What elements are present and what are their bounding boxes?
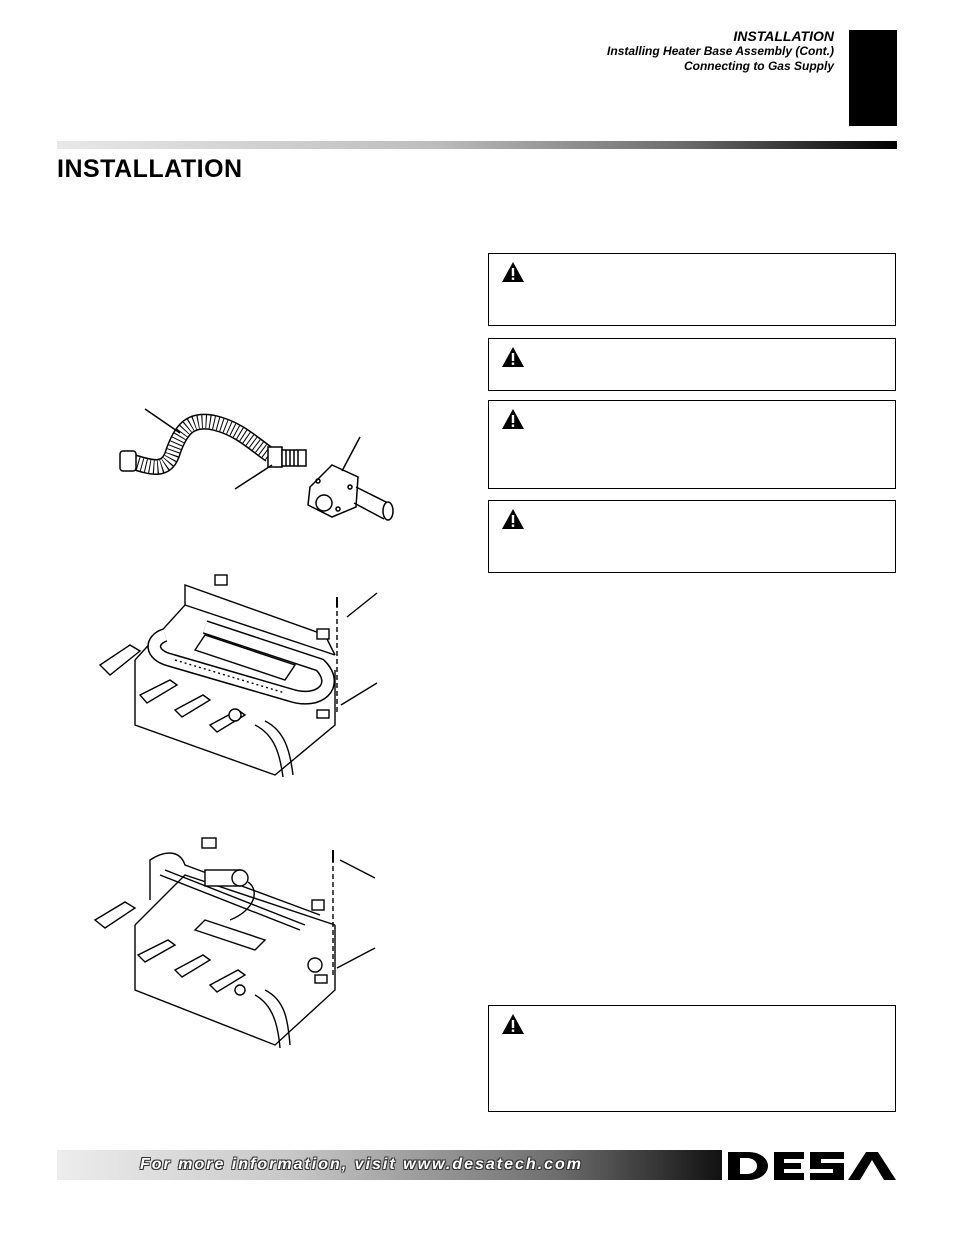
page-title: INSTALLATION [57,155,243,183]
u-burner-base-illustration [98,574,378,778]
section-tab-block [849,30,897,126]
desa-logo [728,1152,896,1180]
warning-triangle-icon [502,509,524,529]
warning-box-5 [488,1005,896,1112]
warning-triangle-icon [502,409,524,429]
header-section-title: INSTALLATION [733,28,834,44]
header-rule [57,141,897,149]
header-subtitle-2: Connecting to Gas Supply [683,59,834,73]
pan-burner-base-illustration [93,837,376,1049]
warning-box-2 [488,338,896,391]
warning-triangle-icon [502,347,524,367]
footer-bar [57,1150,722,1180]
footer-website-text: For more information, visit www.desatech… [140,1156,584,1173]
warning-box-3 [488,400,896,489]
warning-box-1 [488,253,896,326]
warning-triangle-icon [502,262,524,282]
header-subtitle-1: Installing Heater Base Assembly (Cont.) [607,44,834,58]
running-header: INSTALLATION Installing Heater Base Asse… [607,28,834,74]
gas-connector-illustration [119,408,394,521]
warning-box-4 [488,500,896,573]
warning-triangle-icon [502,1014,524,1034]
